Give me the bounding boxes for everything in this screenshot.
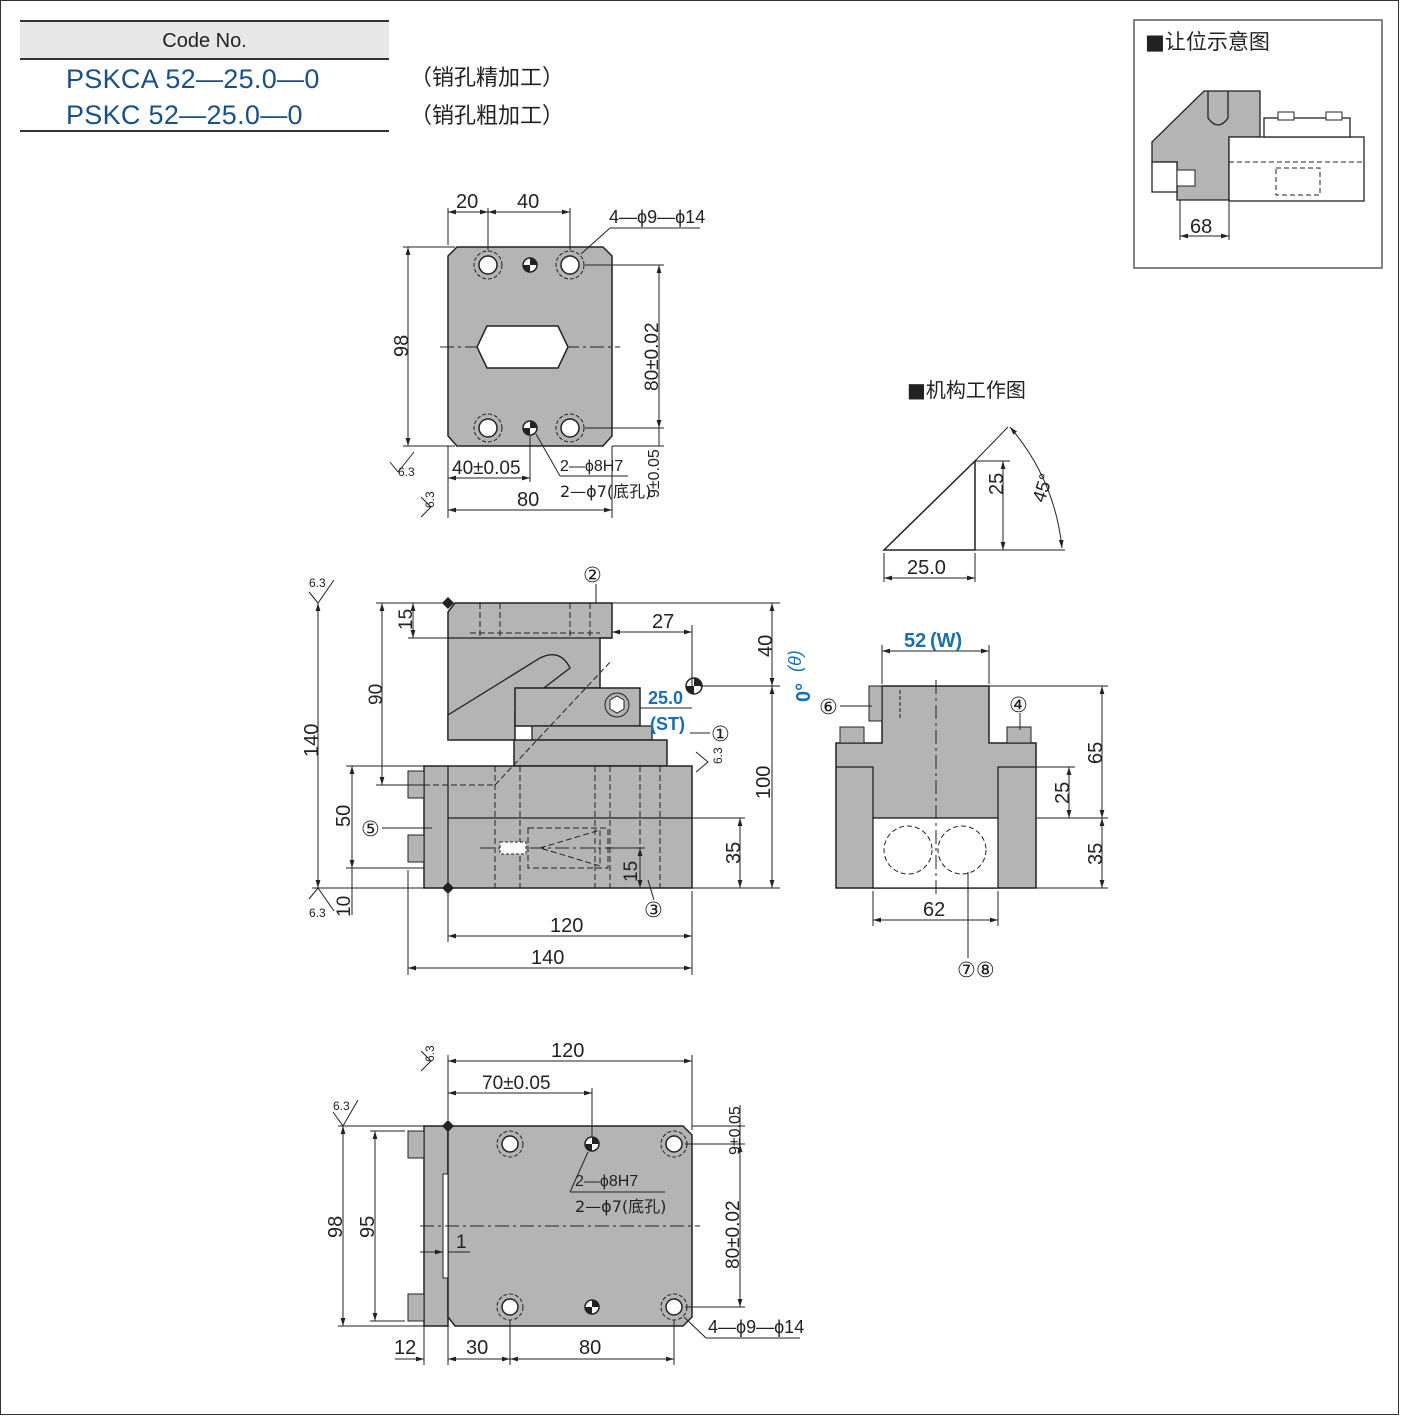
side-dim-25: 25 bbox=[1052, 782, 1074, 804]
bottom-dim-70-tol: 70±0.05 bbox=[482, 1073, 551, 1094]
front-dim-27: 27 bbox=[652, 611, 674, 633]
front-theta: (θ) bbox=[785, 650, 805, 672]
bottom-roughness-2: 6.3 bbox=[333, 1099, 350, 1113]
side-width-label: (W) bbox=[930, 630, 962, 652]
mechanism-view: ■机构工作图 25 45° 25.0 bbox=[882, 378, 1065, 582]
mechanism-dim-stroke: 25.0 bbox=[907, 557, 946, 579]
clearance-dim-68: 68 bbox=[1190, 216, 1212, 238]
code-number-table: Code No. PSKCA 52—25.0—0 PSKC 52—25.0—0 bbox=[20, 20, 389, 132]
side-view: 52 (W) 65 25 35 62 ⑥ ④ ⑦⑧ bbox=[819, 630, 1108, 982]
bottom-dim-1: 1 bbox=[456, 1232, 467, 1253]
mechanism-view-title: ■机构工作图 bbox=[907, 378, 1026, 402]
bottom-dim-95: 95 bbox=[357, 1216, 379, 1238]
code-row-pskc: PSKC 52—25.0—0 bbox=[20, 96, 389, 132]
bottom-pin-h7: 2—ϕ8H7 bbox=[575, 1173, 638, 1190]
front-dim-50: 50 bbox=[333, 805, 355, 827]
top-holes-label: 4—ϕ9—ϕ14 bbox=[609, 207, 705, 227]
front-dim-40: 40 bbox=[755, 635, 777, 657]
clearance-view-title: ■让位示意图 bbox=[1145, 30, 1270, 54]
side-balloon-6: ⑥ bbox=[819, 696, 838, 719]
bottom-dim-30: 30 bbox=[466, 1337, 488, 1359]
front-balloon-1: ① bbox=[711, 723, 730, 746]
front-roughness-3: 6.3 bbox=[711, 747, 725, 764]
top-roughness-1: 6.3 bbox=[398, 465, 415, 479]
side-dim-35: 35 bbox=[1085, 843, 1107, 865]
code-table-header: Code No. bbox=[20, 20, 389, 60]
front-dim-15: 15 bbox=[396, 609, 417, 630]
front-balloon-5: ⑤ bbox=[361, 818, 380, 841]
side-dim-62: 62 bbox=[923, 899, 945, 921]
front-roughness-1: 6.3 bbox=[309, 576, 326, 590]
front-dim-10: 10 bbox=[334, 896, 355, 917]
top-dim-40-tol: 40±0.05 bbox=[452, 458, 521, 479]
code-note-rough: （销孔粗加工） bbox=[410, 103, 565, 128]
front-angle: 0° bbox=[793, 683, 815, 702]
bottom-dim-80: 80 bbox=[579, 1337, 601, 1359]
top-dim-40: 40 bbox=[517, 191, 539, 213]
top-dim-80-tol: 80±0.02 bbox=[642, 322, 663, 391]
front-view: 15 90 140 50 10 27 40 100 35 15 0° (θ) 2… bbox=[301, 564, 815, 975]
bottom-pin-bottom: 2—ϕ7(底孔) bbox=[575, 1197, 666, 1216]
front-dim-140: 140 bbox=[301, 724, 323, 757]
front-dim-100: 100 bbox=[753, 766, 775, 799]
top-dim-98: 98 bbox=[391, 335, 413, 357]
code-row-pskca: PSKCA 52—25.0—0 bbox=[66, 64, 320, 94]
mechanism-angle: 45° bbox=[1029, 471, 1058, 505]
side-balloon-4: ④ bbox=[1009, 694, 1028, 717]
bottom-roughness-1: 6.3 bbox=[423, 1045, 437, 1062]
front-balloon-2: ② bbox=[583, 564, 602, 587]
bottom-view: 120 70±0.05 80±0.02 9±0.05 98 95 1 2—ϕ8H… bbox=[325, 1040, 804, 1365]
code-note-fine: （销孔精加工） bbox=[410, 65, 565, 90]
bottom-dim-80-tol: 80±0.02 bbox=[723, 1200, 744, 1269]
top-dim-9-tol: 9±0.05 bbox=[646, 449, 663, 498]
front-dim-15b: 15 bbox=[621, 861, 642, 882]
side-dim-65: 65 bbox=[1085, 742, 1107, 764]
top-dim-80: 80 bbox=[517, 489, 539, 511]
top-pin-bottom: 2—ϕ7(底孔) bbox=[560, 482, 651, 501]
top-roughness-2: 6.3 bbox=[423, 491, 437, 508]
front-stroke: 25.0 bbox=[648, 688, 683, 708]
top-view: 20 40 4—ϕ9—ϕ14 98 80±0.02 9±0.05 40±0.05… bbox=[389, 191, 705, 518]
bottom-holes-label: 4—ϕ9—ϕ14 bbox=[708, 1317, 804, 1337]
front-dim-120: 120 bbox=[550, 915, 583, 937]
top-dim-20: 20 bbox=[456, 191, 478, 213]
bottom-dim-120: 120 bbox=[551, 1040, 584, 1062]
front-roughness-2: 6.3 bbox=[309, 906, 326, 920]
front-dim-35: 35 bbox=[723, 842, 745, 864]
front-dim-90: 90 bbox=[366, 684, 387, 705]
bottom-dim-9-tol: 9±0.05 bbox=[727, 1106, 744, 1155]
front-dim-140b: 140 bbox=[531, 947, 564, 969]
side-dim-width: 52 bbox=[904, 630, 926, 652]
front-balloon-3: ③ bbox=[644, 899, 663, 922]
front-stroke-label: (ST) bbox=[650, 714, 685, 734]
bottom-dim-12: 12 bbox=[394, 1337, 416, 1359]
side-balloon-7-8: ⑦⑧ bbox=[957, 959, 995, 982]
bottom-dim-98: 98 bbox=[325, 1216, 347, 1238]
mechanism-dim-25: 25 bbox=[986, 473, 1008, 495]
clearance-view: ■让位示意图 68 bbox=[1133, 19, 1383, 269]
top-pin-h7: 2—ϕ8H7 bbox=[560, 458, 623, 475]
